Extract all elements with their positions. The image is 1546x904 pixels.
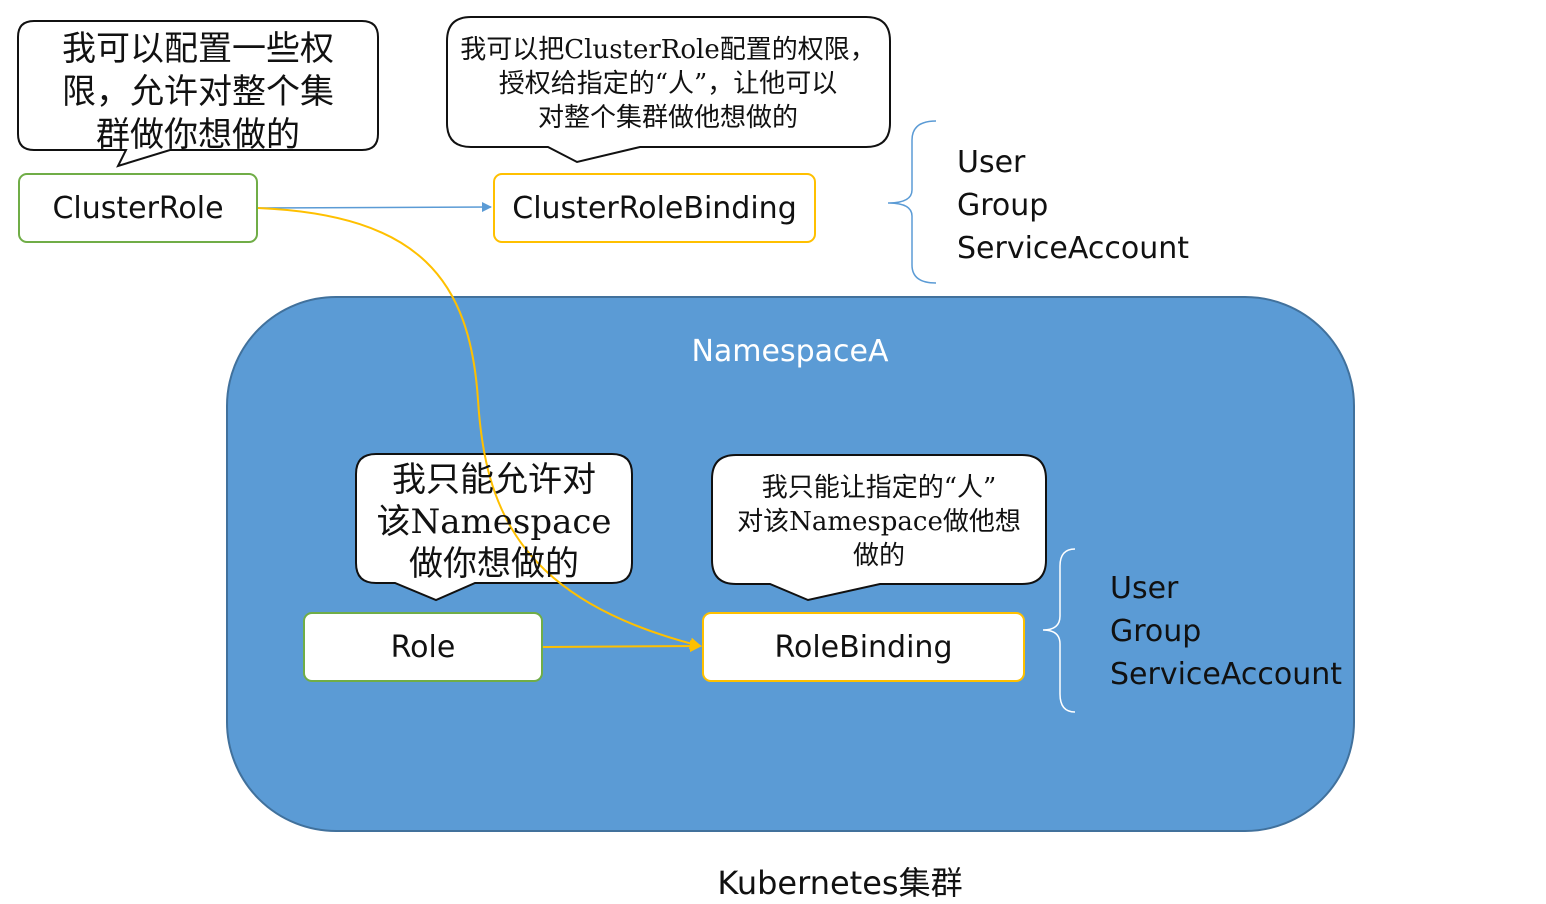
callout-line: 限，允许对整个集 <box>62 72 334 112</box>
namespace-label: NamespaceA <box>691 334 889 369</box>
callout-cluster-role-binding-bubble <box>446 16 891 164</box>
callout-line: 群做你想做的 <box>96 115 300 155</box>
callout-line: 授权给指定的“人”，让他可以 <box>498 69 838 99</box>
callout-line: 我只能让指定的“人” <box>761 473 997 503</box>
arrow-clusterrole-to-rolebinding <box>257 207 702 650</box>
subject-service-account: ServiceAccount <box>957 231 1190 266</box>
callout-line: 我可以把ClusterRole配置的权限， <box>460 35 876 65</box>
subject-user: User <box>957 145 1026 180</box>
callout-role-bubble <box>355 453 633 602</box>
subject-group: Group <box>1110 614 1202 649</box>
cluster-role-box: ClusterRole <box>18 173 258 243</box>
namespace-subjects-list: User Group ServiceAccount <box>1110 567 1342 696</box>
callout-line: 该Namespace <box>376 502 612 542</box>
diagram-caption: Kubernetes集群 <box>717 864 963 902</box>
cluster-subjects-list: User Group ServiceAccount <box>957 141 1189 270</box>
callout-cluster-role-bubble <box>17 20 379 168</box>
callout-role-binding-bubble <box>711 454 1047 602</box>
brace-namespace-subjects <box>1042 548 1076 713</box>
callout-line: 对该Namespace做他想 <box>737 507 1021 537</box>
subject-service-account: ServiceAccount <box>1110 657 1343 692</box>
callout-role-binding-text: 我只能让指定的“人” 对该Namespace做他想 做的 <box>716 471 1042 573</box>
callout-line: 做的 <box>852 541 905 571</box>
role-binding-box: RoleBinding <box>702 612 1025 682</box>
callout-role-text: 我只能允许对 该Namespace 做你想做的 <box>360 459 628 585</box>
callout-line: 做你想做的 <box>409 544 579 584</box>
arrow-clusterrole-to-clusterrolebinding <box>257 202 492 213</box>
arrow-role-to-rolebinding <box>542 640 702 653</box>
subject-group: Group <box>957 188 1049 223</box>
subject-user: User <box>1110 571 1179 606</box>
role-box: Role <box>303 612 543 682</box>
callout-line: 我可以配置一些权 <box>62 29 334 69</box>
brace-cluster-subjects <box>887 120 937 284</box>
callout-line: 对整个集群做他想做的 <box>537 103 798 133</box>
callout-cluster-role-binding-text: 我可以把ClusterRole配置的权限， 授权给指定的“人”，让他可以 对整个… <box>452 33 884 135</box>
callout-cluster-role-text: 我可以配置一些权 限，允许对整个集 群做你想做的 <box>24 28 372 157</box>
callout-line: 我只能允许对 <box>392 460 596 500</box>
cluster-role-binding-box: ClusterRoleBinding <box>493 173 816 243</box>
